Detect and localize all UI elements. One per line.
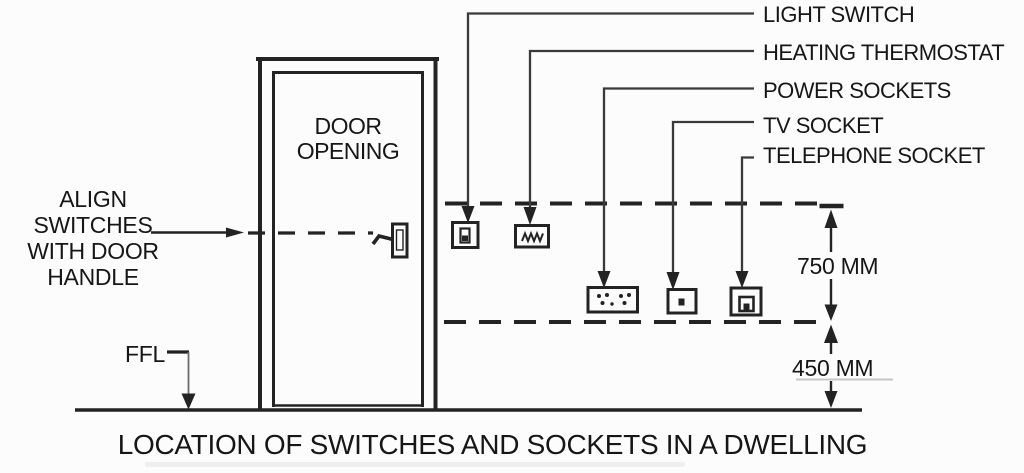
down-arrowhead-icon — [523, 207, 537, 225]
light-switch-label: LIGHT SWITCH — [763, 2, 915, 27]
door-frame — [256, 57, 439, 410]
door-handle-lever — [371, 233, 394, 246]
tv-socket-leader — [671, 120, 754, 272]
right-arrowhead-icon — [226, 227, 244, 238]
down-arrowhead-icon — [181, 393, 196, 410]
down-arrowhead-icon — [666, 272, 680, 290]
ffl-leader — [167, 350, 196, 410]
tv-socket-label: TV SOCKET — [763, 113, 884, 138]
down-arrowhead-icon — [824, 304, 838, 321]
dimension-450mm: 450 MM — [792, 355, 874, 381]
power-sockets-label: POWER SOCKETS — [763, 78, 951, 103]
power-sockets-symbol — [586, 286, 639, 314]
down-arrowhead-icon — [735, 271, 749, 288]
tv-socket-symbol — [666, 288, 698, 315]
door-opening-label: DOOR OPENING — [296, 113, 400, 164]
down-arrowhead-icon — [461, 206, 475, 223]
heating-thermostat-label: HEATING THERMOSTAT — [763, 40, 1005, 65]
ffl-label: FFL — [125, 341, 165, 367]
dimension-line — [796, 203, 893, 408]
diagram-title: LOCATION OF SWITCHES AND SOCKETS IN A DW… — [117, 429, 868, 460]
up-arrowhead-icon — [824, 324, 838, 343]
light-switch-symbol — [451, 221, 480, 249]
scan-smudge — [145, 462, 685, 467]
heating-thermostat-symbol — [514, 224, 550, 249]
telephone-socket-leader — [740, 156, 754, 271]
power-sockets-leader — [602, 87, 754, 271]
telephone-socket-label: TELEPHONE SOCKET — [763, 143, 985, 168]
align-switches-arrow — [151, 227, 373, 238]
align-switches-note: ALIGN SWITCHES WITH DOOR HANDLE — [27, 186, 159, 290]
leader-lines — [461, 12, 754, 290]
dimension-750mm: 750 MM — [797, 253, 879, 279]
down-arrowhead-icon — [597, 271, 611, 288]
telephone-socket-symbol — [729, 286, 763, 317]
device-symbols — [451, 221, 763, 317]
thermostat-leader — [528, 49, 754, 207]
down-arrowhead-icon — [824, 391, 838, 408]
up-arrowhead-icon — [824, 209, 838, 228]
light-switch-leader — [466, 12, 754, 206]
door-handle — [371, 222, 409, 259]
